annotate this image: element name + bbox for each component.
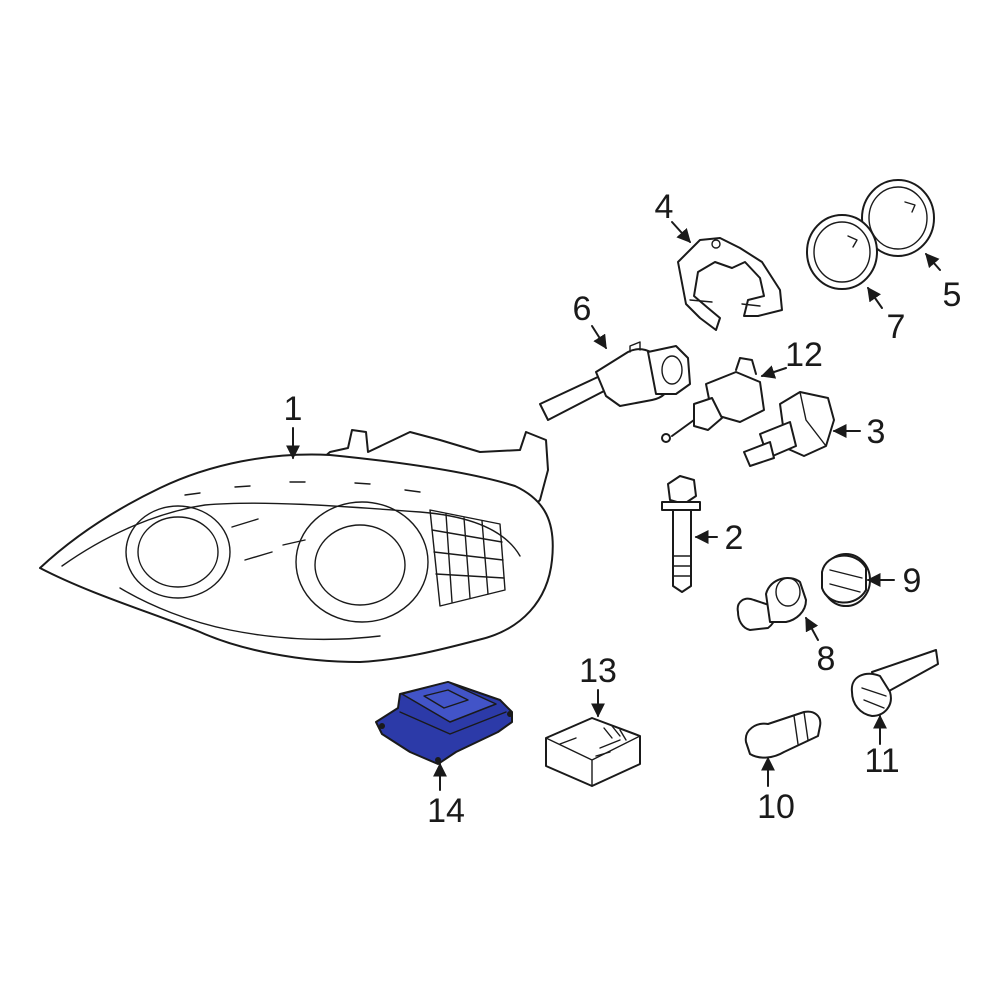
headlamp-bulb[interactable]	[539, 341, 691, 421]
mounting-bracket[interactable]	[677, 237, 783, 331]
ballast-control-unit[interactable]	[375, 681, 513, 765]
small-bulb[interactable]	[744, 710, 822, 759]
high-beam-bulb[interactable]	[743, 391, 835, 467]
mounting-bolt[interactable]	[661, 475, 701, 593]
leader-arrows	[286, 221, 941, 791]
turn-signal-bulb[interactable]	[736, 577, 807, 631]
callout-11: 11	[864, 742, 899, 780]
control-module[interactable]	[545, 717, 641, 787]
callout-13: 13	[579, 652, 617, 690]
side-marker-bulb[interactable]	[661, 357, 765, 443]
callout-4: 4	[655, 188, 674, 226]
callout-12: 12	[785, 336, 823, 374]
callout-10: 10	[757, 788, 795, 826]
callout-3: 3	[867, 413, 886, 451]
wedge-bulb-socket[interactable]	[850, 649, 939, 717]
callout-7: 7	[887, 308, 906, 346]
bulb-cap[interactable]	[821, 553, 871, 607]
headlamp-assembly[interactable]	[39, 429, 554, 663]
retaining-ring-small[interactable]	[806, 214, 878, 290]
callout-6: 6	[573, 290, 592, 328]
callout-2: 2	[725, 519, 744, 557]
callout-labels: 1 2 3 4 5 6 7 8 9 10 11 12 13 14	[284, 188, 962, 830]
callout-5: 5	[943, 276, 962, 314]
retaining-ring-large[interactable]	[861, 179, 935, 257]
callout-14: 14	[427, 792, 465, 830]
callout-8: 8	[817, 640, 836, 678]
callout-1: 1	[284, 390, 303, 428]
callout-9: 9	[903, 562, 922, 600]
